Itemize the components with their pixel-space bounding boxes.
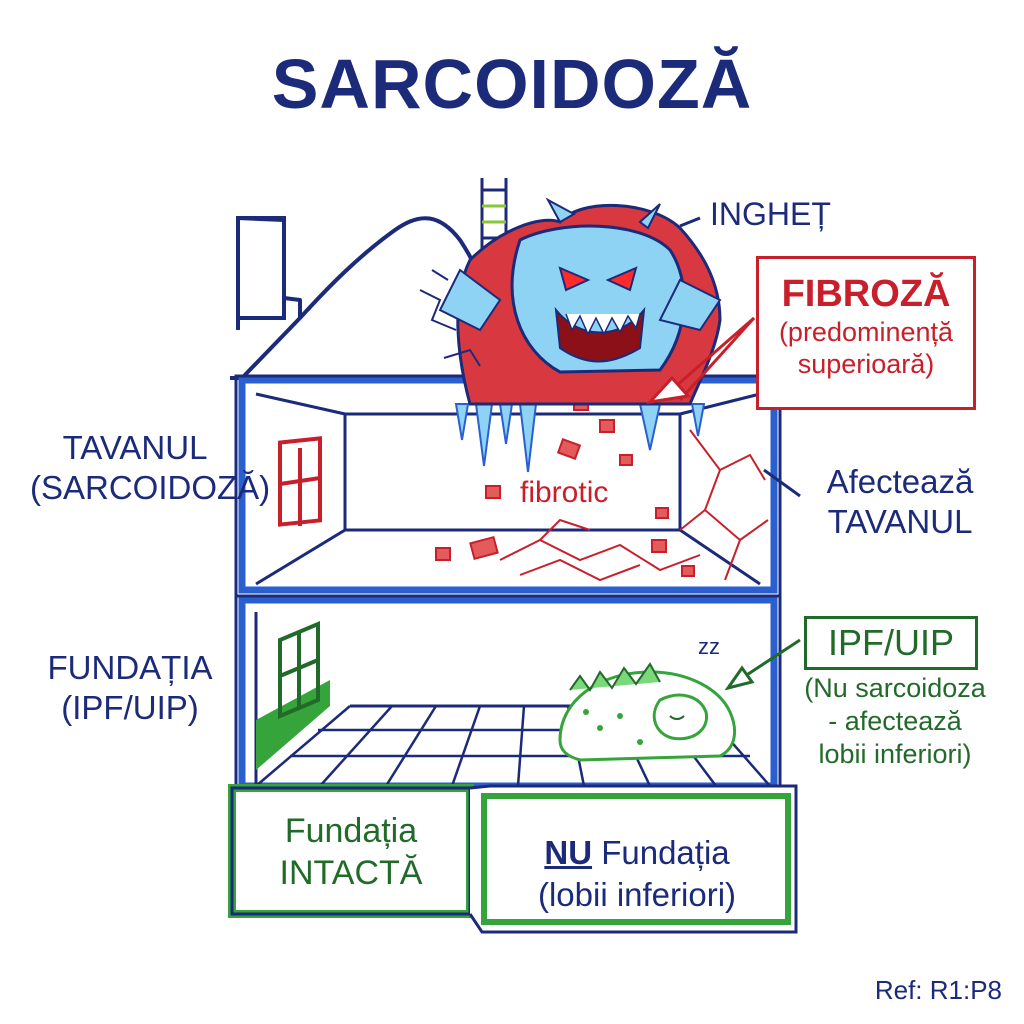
- arrows: [645, 216, 801, 691]
- fundatia-line1: FUNDAȚIA: [47, 649, 213, 686]
- label-zzz: zz: [698, 634, 720, 659]
- reference-label: Ref: R1:P8: [874, 975, 1002, 1005]
- icicles: [454, 403, 706, 473]
- nu-prefix: NU: [544, 834, 593, 871]
- page-title: SARCOIDOZĂ: [271, 45, 753, 123]
- fundatia-line2: (IPF/UIP): [61, 689, 199, 726]
- ipf-line2: - afectează: [828, 706, 962, 736]
- ipf-callout: IPF/UIP: [804, 616, 978, 670]
- fundatia-word: Fundația: [601, 834, 730, 871]
- fibroza-title: FIBROZĂ: [781, 273, 951, 315]
- ice-monster-icon: [438, 197, 722, 406]
- tavanul-line2: (SARCOIDOZĂ): [30, 469, 271, 506]
- window-icon: [278, 620, 320, 720]
- ipf-title: IPF/UIP: [827, 622, 955, 663]
- label-fundatia: FUNDAȚIA (IPF/UIP): [30, 648, 230, 728]
- foundation-right-line1: NU Fundația: [492, 832, 782, 874]
- afecteaza-line2: TAVANUL: [827, 503, 973, 540]
- foundation-left-line1: Fundația: [284, 812, 418, 850]
- ipf-line3: lobii inferiori): [818, 739, 972, 769]
- label-afecteaza: Afectează TAVANUL: [800, 462, 1000, 542]
- window-icon: [278, 436, 322, 527]
- chimney-icon: [236, 216, 286, 320]
- foundation-right-line2: (lobii inferiori): [537, 876, 737, 913]
- cracks: [499, 429, 769, 582]
- foundation-left-label: Fundația INTACTĂ: [244, 810, 458, 894]
- upper-room: [255, 392, 761, 586]
- afecteaza-line1: Afectează: [826, 463, 974, 500]
- foundation-right-label: NU Fundația (lobii inferiori): [492, 832, 782, 916]
- label-inghet: INGHEȚ: [710, 196, 831, 232]
- ipf-description: (Nu sarcoidoza - afectează lobii inferio…: [790, 672, 1000, 771]
- fibroza-line1: (predominență: [778, 317, 954, 347]
- ipf-line1: (Nu sarcoidoza: [804, 673, 986, 703]
- label-fibrotic: fibrotic: [520, 476, 609, 509]
- fibroza-line2: superioară): [797, 349, 935, 379]
- label-tavanul: TAVANUL (SARCOIDOZĂ): [30, 428, 271, 508]
- tavanul-line1: TAVANUL: [62, 429, 208, 466]
- sleeping-dragon-icon: [558, 662, 737, 762]
- fibroza-callout: FIBROZĂ (predominență superioară): [756, 256, 976, 410]
- roof-cracks: [419, 269, 481, 367]
- foundation: [228, 784, 798, 934]
- foundation-left-line2: INTACTĂ: [279, 854, 423, 892]
